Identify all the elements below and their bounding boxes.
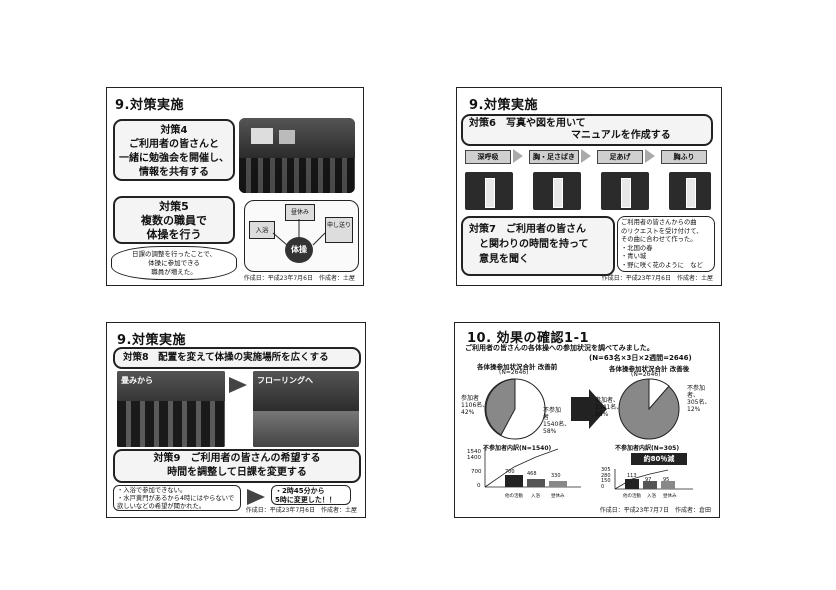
after-pie-nonparticipant-slice [648,378,670,411]
measure-4-box: 対策4 ご利用者の皆さんと 一緒に勉強会を開催し、 情報を共有する [113,119,235,181]
node-handover: 申し送り [325,217,353,243]
slide-footer: 作成日：平成23年7月7日 作成者：倉田 [599,507,711,514]
pareto-left-chart [484,447,581,488]
sample-formula: (N=63名×3日×2週間=2646) [589,354,692,362]
after-pie-title: 各体操参加状況合計 改善後 [609,365,690,373]
step-photo-1 [465,172,513,210]
slide-title: 9.対策実施 [115,98,184,113]
pareto-right-value-3: 95 [663,477,670,483]
step-photo-2 [533,172,581,210]
label-flooring: フローリングへ [257,376,313,385]
step-arrow [581,149,591,163]
pareto-right-title: 不参加者内訳(N=305) [615,445,680,452]
pareto-right-chart [614,469,693,490]
after-pie [618,378,680,440]
pareto-right-cat-3: 昼休み [663,494,677,499]
measure-5-box: 対策5 複数の職員で 体操を行う [113,196,235,244]
pareto-right-value-2: 97 [645,477,652,483]
step-4: 胸ふり [661,150,707,164]
label-tatami: 畳みから [121,376,153,385]
pareto-left-ytick-0: 0 [477,483,481,489]
before-pie-participant-slice [485,378,516,436]
tatami-photo: 畳みから [117,371,225,447]
pareto-left-title: 不参加者内訳(N=1540) [483,445,552,452]
change-arrow [229,377,247,393]
node-lunch: 昼休み [285,204,315,221]
slide-footer: 作成日：平成23年7月6日 作成者：土屋 [243,275,355,282]
pareto-right-value-1: 113 [627,473,637,479]
slide-3: 9.対策実施 対策8 配置を変えて体操の実施場所を広くする 畳みから フローリン… [106,322,366,518]
reduction-badge: 約80％減 [631,453,687,465]
pareto-right-cat-2: 入浴 [647,494,656,499]
improvement-arrow [571,397,589,421]
measure-7-box: 対策7 ご利用者の皆さん と関わりの時間を持って 意見を聞く [461,216,615,276]
pareto-right-bar-2 [643,481,657,489]
node-exercise: 体操 [285,237,313,263]
step-1: 深呼吸 [465,150,511,164]
result-cloud: 日課の調整を行ったことで、 体操に参加できる 職員が増えた。 [111,246,237,280]
slide-title: 9.対策実施 [117,333,186,348]
pareto-left-value-2: 468 [527,471,537,477]
measure-8-banner: 対策8 配置を変えて体操の実施場所を広くする [113,347,361,369]
diagram-arrows [272,219,326,246]
request-note: ご利用者の皆さんからの曲 のリクエストを受け付けて、 その曲に合わせて作った。 … [617,216,715,272]
pareto-left-bar-3 [549,481,567,487]
slide-1: 9.対策実施 対策4 ご利用者の皆さんと 一緒に勉強会を開催し、 情報を共有する… [106,87,364,286]
slide-footer: 作成日：平成23年7月6日 作成者：土屋 [245,507,357,514]
pareto-right-bar-3 [661,481,675,489]
pareto-left-bar-1 [505,475,523,487]
pareto-left-bar-2 [527,479,545,487]
measure-6-banner: 対策6 写真や図を用いて マニュアルを作成する [461,114,713,146]
pareto-left-value-3: 330 [551,473,561,479]
pareto-right-cumulative-line [614,469,669,490]
after-left-label: 参加者、2341名、88% [595,397,623,418]
pareto-left-value-1: 700 [505,469,515,475]
pareto-left-cat-3: 昼休み [551,494,565,499]
step-2: 胸・足さばき [529,150,579,164]
pareto-left-ytick-700: 700 [471,469,482,475]
step-arrow [513,149,523,163]
measure-9-box: 対策9 ご利用者の皆さんの希望する 時間を調整して日課を変更する [113,449,361,483]
wish-note: ・入浴で参加できない。 ・水戸黄門があるから4時にはやらないで 欲しいなどの希望… [113,485,241,511]
flooring-photo: フローリングへ [253,371,359,447]
node-bath: 入浴 [249,221,275,239]
result-note: ・2時45分から 5時に変更した！！ [271,485,351,505]
slide-title: 9.対策実施 [469,98,538,113]
result-arrow [247,489,265,505]
slide-title: 10. 効果の確認1-1 [467,331,590,346]
before-pie-n: (N=2646) [499,369,529,376]
pareto-left-cumulative-line [484,448,559,488]
step-3: 足あげ [597,150,643,164]
routine-diagram: 入浴 昼休み 申し送り 体操 [244,200,359,272]
slide-subtitle: ご利用者の皆さんの各体操への参加状況を調べてみました。 [465,344,654,352]
step-arrow [645,149,655,163]
improvement-arrow-head [589,389,607,429]
after-pie-n: (N=2646) [631,371,661,378]
step-photo-3 [601,172,649,210]
slide-4: 10. 効果の確認1-1 ご利用者の皆さんの各体操への参加状況を調べてみました。… [454,322,720,518]
pareto-left-cat-2: 入浴 [531,494,540,499]
slide-2: 9.対策実施 対策6 写真や図を用いて マニュアルを作成する 深呼吸 胸・足さば… [456,87,722,286]
step-photo-4 [669,172,711,210]
pareto-right-bar-1 [625,479,639,489]
pareto-left-cat-1: 他の活動 [505,494,523,499]
before-pie [484,378,546,440]
slide-footer: 作成日：平成23年7月6日 作成者：土屋 [601,275,713,282]
pareto-right-cat-1: 他の活動 [623,494,641,499]
after-right-label: 不参加者、305名、12% [687,385,711,413]
study-session-photo [239,118,355,193]
before-pie-title: 各体操参加状況合計 改善前 [477,363,558,371]
